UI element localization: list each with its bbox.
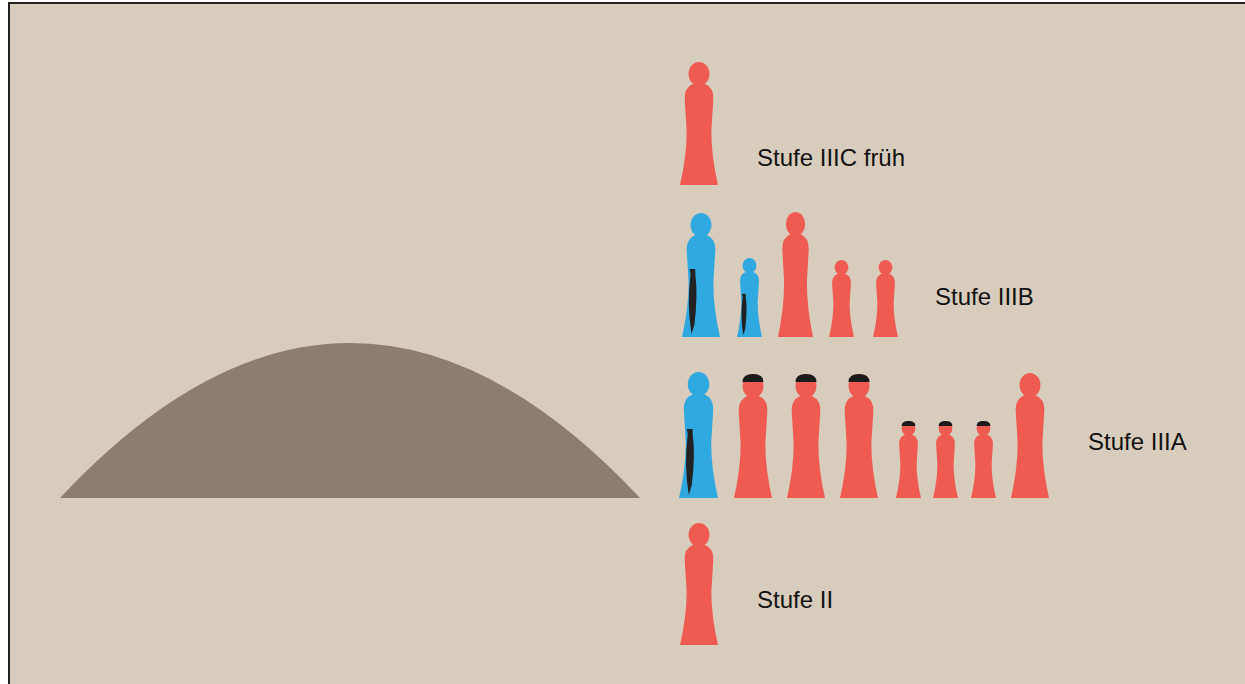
blue-figures <box>679 213 762 498</box>
headband <box>796 374 817 382</box>
stage-label: Stufe IIIB <box>935 283 1034 311</box>
headband <box>849 374 870 382</box>
stage-label: Stufe II <box>757 586 833 614</box>
headband <box>939 421 953 426</box>
dagger <box>686 429 694 495</box>
dagger <box>689 269 697 334</box>
red-figures <box>680 62 1049 645</box>
headband <box>902 421 916 426</box>
headbands <box>743 374 991 426</box>
female-figure <box>680 62 718 185</box>
child-figure <box>933 421 958 498</box>
female-figure <box>1011 373 1049 498</box>
female-figure <box>734 374 772 498</box>
female-figure <box>840 374 878 498</box>
daggers <box>686 269 747 495</box>
male-child-figure <box>737 258 762 337</box>
dagger <box>742 294 747 335</box>
headband <box>977 421 991 426</box>
child-figure <box>896 421 921 498</box>
stage-label: Stufe IIIA <box>1088 428 1187 456</box>
male-figure <box>682 213 720 337</box>
background <box>9 3 1245 684</box>
female-figure <box>787 374 825 498</box>
child-figure <box>873 260 898 337</box>
child-figure <box>829 260 854 337</box>
male-figure <box>679 372 718 498</box>
stage-label: Stufe IIIC früh <box>757 144 905 172</box>
female-figure <box>778 212 813 337</box>
frame <box>9 3 1245 684</box>
headband <box>743 374 764 382</box>
female-figure <box>680 523 718 645</box>
child-figure <box>971 421 996 498</box>
burial-mound <box>60 343 640 498</box>
